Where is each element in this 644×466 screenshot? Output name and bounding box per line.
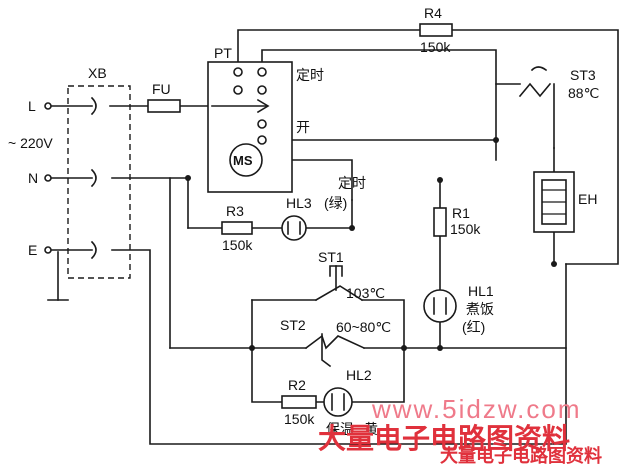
st1-label: ST1 xyxy=(318,249,344,265)
r3-label: R3 xyxy=(226,203,244,219)
lamp-hl3: HL3 定时 (绿) xyxy=(281,175,366,241)
terminal-e xyxy=(44,246,52,254)
thermostat-st2: ST2 60~80℃ xyxy=(280,317,391,368)
pt-contact-5 xyxy=(257,119,267,129)
timer-pt: PT MS 定时 开 xyxy=(207,45,324,193)
r4-value: 150k xyxy=(420,39,451,55)
e-label: E xyxy=(28,242,37,258)
pt-contact-2 xyxy=(257,67,267,77)
pt-contact-4 xyxy=(257,85,267,95)
r2-value: 150k xyxy=(284,411,315,427)
heater-eh: EH xyxy=(533,171,597,233)
st3-label: ST3 xyxy=(570,67,596,83)
r1-value: 150k xyxy=(450,221,481,237)
r2-label: R2 xyxy=(288,377,306,393)
watermark-site-name-small: 大量电子电路图资料 xyxy=(440,445,602,466)
r1-label: R1 xyxy=(452,205,470,221)
lamp-hl1: HL1 煮饭 (红) xyxy=(423,283,494,335)
lamp-hl2: HL2 保温 黄 xyxy=(323,367,378,437)
hl1-func: 煮饭 xyxy=(466,301,494,317)
st1-temp: 103℃ xyxy=(346,285,385,301)
hl2-label: HL2 xyxy=(346,367,372,383)
l-label: L xyxy=(28,98,36,114)
eh-label: EH xyxy=(578,191,597,207)
r4-label: R4 xyxy=(424,5,442,21)
terminal-n xyxy=(44,174,52,182)
fu-label: FU xyxy=(152,81,171,97)
hl1-label: HL1 xyxy=(468,283,494,299)
socket-l-icon xyxy=(90,96,97,116)
thermostat-st3: ST3 88℃ xyxy=(518,66,599,101)
pt-contact-1 xyxy=(233,67,243,77)
socket-n-icon xyxy=(90,168,97,188)
hl3-color: (绿) xyxy=(324,195,347,211)
resistor-r1: R1 150k xyxy=(433,205,481,237)
watermark: www.5idzw.com 大量电子电路图资料 大量电子电路图资料 xyxy=(318,394,602,466)
xb-label: XB xyxy=(88,65,107,81)
plug-xb: XB L N E ~ 220V xyxy=(8,65,131,279)
on-contact-label: 开 xyxy=(296,119,310,135)
watermark-site-name: 大量电子电路图资料 xyxy=(318,422,570,455)
terminal-l xyxy=(44,102,52,110)
pt-label: PT xyxy=(214,45,232,61)
junctions xyxy=(185,137,557,351)
motor-ms xyxy=(229,143,263,177)
resistor-r3: R3 150k xyxy=(221,203,253,253)
hl3-function-label: 定时 xyxy=(338,175,366,191)
thermostat-st1: ST1 103℃ xyxy=(314,249,385,302)
hl3-label: HL3 xyxy=(286,195,312,211)
timer-contact-label: 定时 xyxy=(296,67,324,83)
hl2-func: 保温 xyxy=(326,421,354,437)
socket-e-icon xyxy=(90,240,97,260)
resistor-r2: R2 150k xyxy=(281,377,317,427)
fuse-fu: FU xyxy=(147,81,181,113)
pt-contact-6 xyxy=(257,135,267,145)
resistor-r4: R4 150k xyxy=(419,5,453,55)
voltage-label: ~ 220V xyxy=(8,135,53,151)
ms-label: MS xyxy=(233,153,253,168)
st2-temp: 60~80℃ xyxy=(336,319,391,335)
wires xyxy=(47,29,619,445)
hl2-color: 黄 xyxy=(364,421,378,437)
watermark-url: www.5idzw.com xyxy=(371,394,582,424)
n-label: N xyxy=(28,170,38,186)
r3-value: 150k xyxy=(222,237,253,253)
hl1-color: (红) xyxy=(462,319,485,335)
pt-contact-3 xyxy=(233,85,243,95)
st2-label: ST2 xyxy=(280,317,306,333)
st3-temp: 88℃ xyxy=(568,85,599,101)
